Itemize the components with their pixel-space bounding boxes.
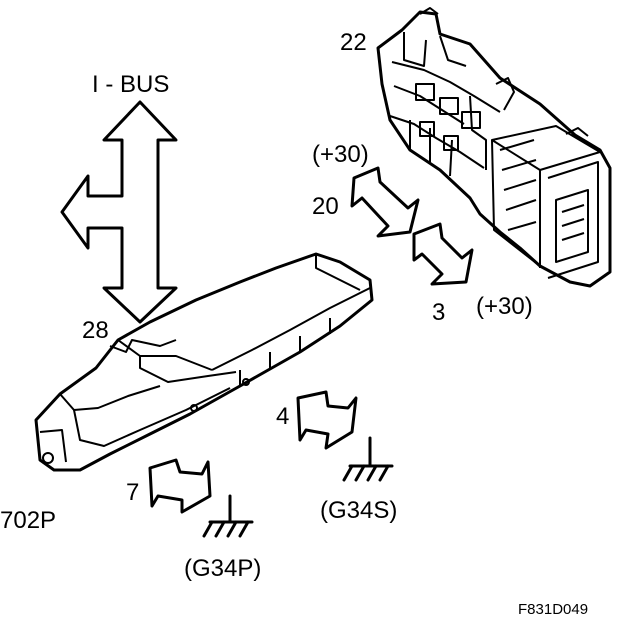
arrow-20 (350, 166, 420, 238)
label-20: 20 (312, 193, 339, 220)
bus-label: I - BUS (92, 71, 169, 98)
control-module-28 (34, 252, 374, 472)
ground-symbol-g34p (202, 494, 254, 538)
arrow-4 (296, 390, 358, 450)
arrow-3 (412, 222, 474, 286)
label-28: 28 (82, 317, 109, 344)
ibus-arrow (60, 100, 178, 324)
label-7: 7 (126, 479, 139, 506)
ground-symbol-g34s (342, 436, 394, 482)
label-plus30-bottom: (+30) (476, 293, 533, 320)
label-g34p: (G34P) (184, 555, 261, 582)
label-702p: 702P (0, 507, 56, 534)
label-g34s: (G34S) (320, 497, 397, 524)
label-3: 3 (432, 299, 445, 326)
control-module-22 (376, 7, 612, 288)
label-22: 22 (340, 29, 367, 56)
arrow-7 (148, 458, 212, 514)
figure-code: F831D049 (518, 601, 588, 618)
label-plus30-top: (+30) (312, 141, 369, 168)
label-4: 4 (276, 403, 289, 430)
